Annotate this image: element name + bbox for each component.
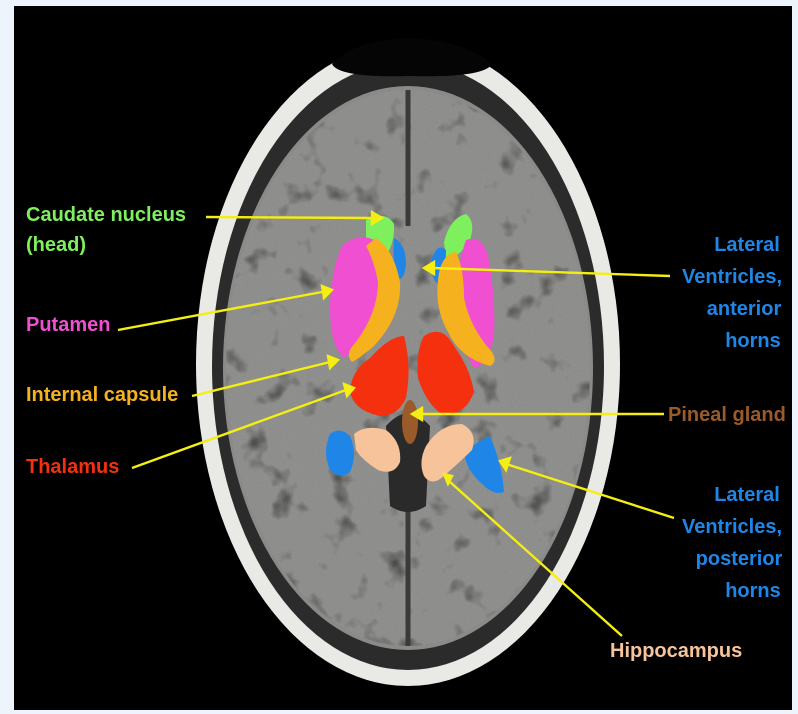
label-lv-anterior-line4: horns: [674, 328, 790, 354]
label-lv-posterior-line4: horns: [674, 578, 790, 604]
ct-brain-figure: Caudate nucleus (head) Putamen Internal …: [14, 6, 792, 710]
label-pineal-gland: Pineal gland: [668, 402, 786, 428]
frontal-sinus: [332, 38, 492, 76]
label-caudate-line2: (head): [26, 232, 186, 258]
label-internal-capsule: Internal capsule: [26, 382, 178, 408]
label-lv-anterior-line1: Lateral: [674, 232, 790, 258]
label-lv-anterior-line2: Ventricles,: [674, 264, 790, 290]
label-lv-posterior-line3: posterior: [674, 546, 790, 572]
ct-scan-image: [14, 6, 792, 710]
label-lv-anterior-line3: anterior: [674, 296, 790, 322]
pineal-gland-shape: [402, 400, 418, 444]
label-lv-posterior-line2: Ventricles,: [674, 514, 790, 540]
label-lateral-ventricles-anterior: Lateral Ventricles, anterior horns: [674, 232, 790, 354]
label-lv-posterior-line1: Lateral: [674, 482, 790, 508]
label-hippocampus: Hippocampus: [610, 638, 742, 664]
label-caudate-nucleus: Caudate nucleus (head): [26, 202, 186, 258]
pointer-caudate: [206, 217, 372, 218]
label-thalamus: Thalamus: [26, 454, 119, 480]
label-putamen: Putamen: [26, 312, 110, 338]
label-caudate-line1: Caudate nucleus: [26, 202, 186, 228]
label-lateral-ventricles-posterior: Lateral Ventricles, posterior horns: [674, 482, 790, 604]
